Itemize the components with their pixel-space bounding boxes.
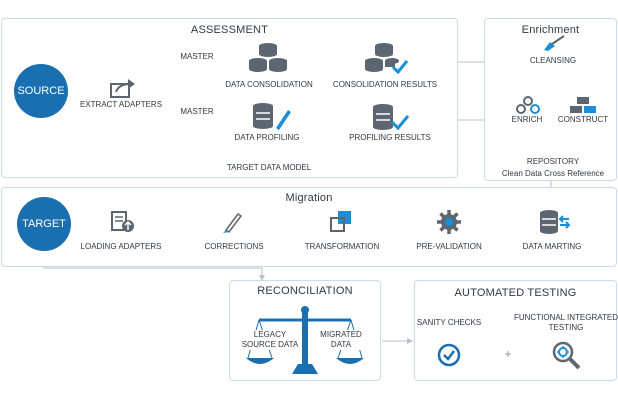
export-icon xyxy=(110,79,135,98)
pre-validation-label: PRE-VALIDATION xyxy=(416,242,482,251)
enrich-label: ENRICH xyxy=(511,115,543,124)
migrated-line1: MIGRATED xyxy=(320,330,362,339)
loading-adapters-label: LOADING ADAPTERS xyxy=(80,242,162,251)
enrichment-title: Enrichment xyxy=(521,24,580,36)
migration-title: Migration xyxy=(285,192,333,204)
magnifier-gear-icon xyxy=(552,341,581,370)
database-check-icon xyxy=(365,43,409,75)
functional-line2: TESTING xyxy=(548,323,584,332)
master-bottom-label: MASTER xyxy=(180,107,214,116)
broom-icon xyxy=(544,35,565,51)
master-top-label: MASTER xyxy=(180,52,214,61)
target-data-model-label: TARGET DATA MODEL xyxy=(226,163,312,172)
cleansing-label: CLEANSING xyxy=(529,56,577,65)
consolidation-results-label: CONSOLIDATION RESULTS xyxy=(332,80,438,89)
legacy-line2: SOURCE DATA xyxy=(241,340,299,349)
bricks-icon xyxy=(570,97,596,113)
data-marting-icon xyxy=(540,210,571,234)
functional-testing-label: FUNCTIONAL INTEGRATED TESTING xyxy=(514,313,618,333)
plus-sign: + xyxy=(504,347,512,361)
transformation-label: TRANSFORMATION xyxy=(304,242,380,251)
profiling-results-label: PROFILING RESULTS xyxy=(349,133,431,142)
source-node[interactable]: SOURCE xyxy=(14,64,68,118)
database-check-icon xyxy=(373,104,410,131)
repository-subtitle: Clean Data Cross Reference xyxy=(501,169,605,178)
data-marting-label: DATA MARTING xyxy=(522,242,582,251)
automated-testing-title: AUTOMATED TESTING xyxy=(454,287,577,299)
data-consolidation-label: DATA CONSOLIDATION xyxy=(225,80,313,89)
legacy-line1: LEGACY xyxy=(253,330,287,339)
data-profiling-label: DATA PROFILING xyxy=(234,133,300,142)
loading-adapter-icon xyxy=(111,211,134,232)
target-node[interactable]: TARGET xyxy=(17,197,71,251)
database-edit-icon xyxy=(253,103,291,130)
corrections-label: CORRECTIONS xyxy=(204,242,264,251)
migration-panel: Migration xyxy=(1,187,617,267)
legacy-source-label: LEGACY SOURCE DATA xyxy=(240,330,300,350)
gear-icon xyxy=(437,210,461,234)
reconciliation-title: RECONCILIATION xyxy=(257,285,353,297)
sanity-checks-label: SANITY CHECKS xyxy=(416,318,482,327)
transform-icon xyxy=(330,211,351,232)
migrated-line2: DATA xyxy=(330,340,352,349)
pen-icon xyxy=(223,212,243,234)
network-icon xyxy=(516,96,540,114)
functional-line1: FUNCTIONAL INTEGRATED xyxy=(513,313,618,322)
migrated-data-label: MIGRATED DATA xyxy=(319,330,363,350)
database-icon xyxy=(249,43,287,72)
construct-label: CONSTRUCT xyxy=(557,115,609,124)
assessment-title: ASSESSMENT xyxy=(190,24,269,36)
check-circle-icon xyxy=(437,343,461,367)
repository-label: REPOSITORY xyxy=(526,157,580,166)
extract-adapters-label: EXTRACT ADAPTERS xyxy=(79,100,163,109)
